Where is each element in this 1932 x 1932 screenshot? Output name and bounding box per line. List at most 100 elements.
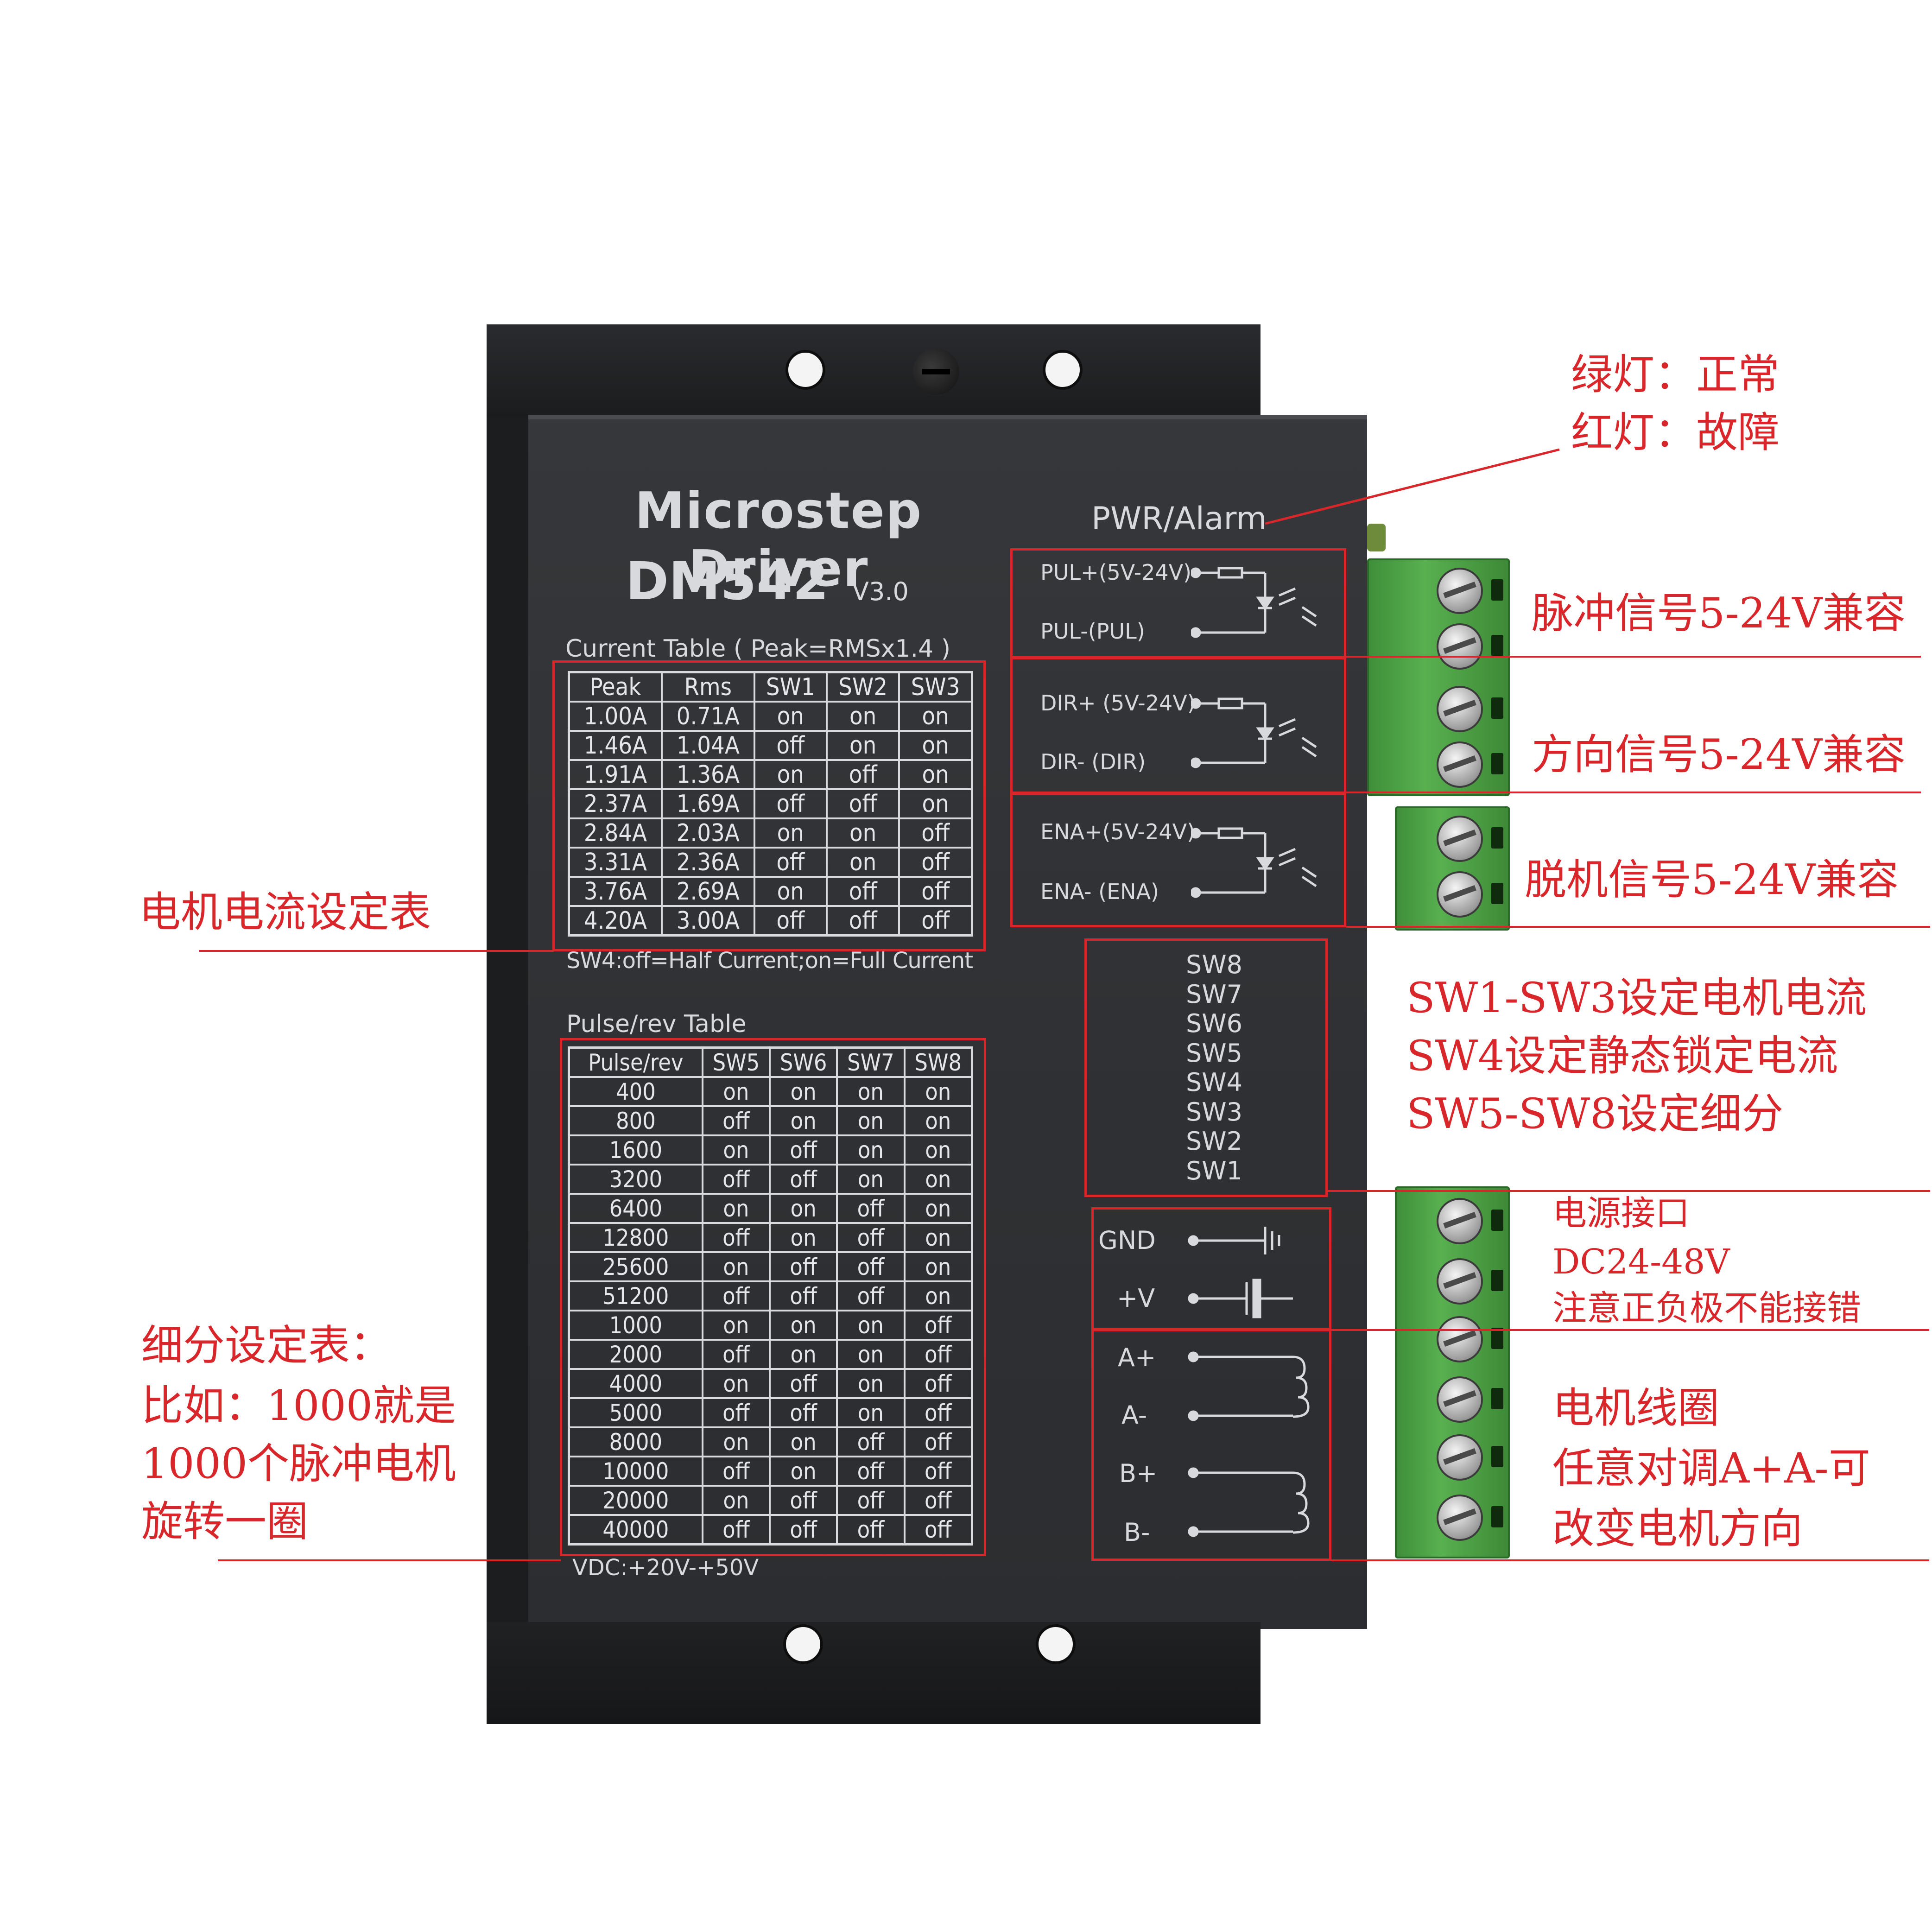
gnd-label: GND bbox=[1098, 1226, 1156, 1255]
dir-leader-line bbox=[1346, 792, 1921, 793]
table-cell: off bbox=[836, 1426, 906, 1457]
terminal-slot bbox=[1491, 753, 1503, 774]
table-cell: on bbox=[903, 1222, 973, 1253]
column-header: SW7 bbox=[836, 1046, 906, 1078]
dip-switch-labels: SW8 SW7 SW6 SW5 SW4 SW3 SW2 SW1 bbox=[1168, 950, 1261, 1185]
sw-note-line1: SW1-SW3设定电机电流 bbox=[1406, 974, 1867, 1022]
table-cell: on bbox=[836, 1164, 906, 1195]
ena-signal-note: 脱机信号5-24V兼容 bbox=[1525, 855, 1899, 904]
ena-highlight bbox=[1010, 793, 1346, 927]
table-cell: off bbox=[825, 759, 900, 790]
power-leader-line bbox=[1331, 1329, 1929, 1331]
table-cell: 20000 bbox=[568, 1485, 703, 1516]
table-cell: off bbox=[836, 1514, 906, 1546]
version-label: V3.0 bbox=[852, 577, 909, 606]
table-cell: on bbox=[753, 701, 828, 732]
terminal-slot bbox=[1491, 579, 1503, 601]
coil-note-line1: 电机线圈 bbox=[1552, 1384, 1719, 1432]
terminal-screw-icon bbox=[1437, 1434, 1483, 1481]
table-cell: on bbox=[825, 817, 900, 849]
table-cell: on bbox=[903, 1193, 973, 1224]
ena-minus-label: ENA- (ENA) bbox=[1040, 879, 1159, 904]
table-cell: on bbox=[836, 1339, 906, 1370]
table-cell: on bbox=[903, 1164, 973, 1195]
table-cell: off bbox=[701, 1397, 771, 1428]
table-cell: off bbox=[898, 876, 973, 907]
power-note-line3: 注意正负极不能接错 bbox=[1552, 1288, 1861, 1328]
vplus-label: +V bbox=[1117, 1284, 1155, 1313]
table-cell: 1600 bbox=[568, 1134, 703, 1166]
terminal-screw-icon bbox=[1437, 1198, 1483, 1244]
table-cell: 5000 bbox=[568, 1397, 703, 1428]
switch-leader-line bbox=[1328, 1190, 1930, 1192]
terminal-slot bbox=[1491, 1328, 1503, 1349]
a-minus-label: A- bbox=[1121, 1400, 1147, 1430]
pulse-table-caption: Pulse/rev Table bbox=[566, 1010, 747, 1038]
optocoupler-diagram bbox=[1191, 567, 1317, 898]
table-cell: on bbox=[769, 1339, 838, 1370]
led-leader-line bbox=[1265, 448, 1560, 525]
table-cell: on bbox=[701, 1076, 771, 1107]
table-cell: on bbox=[903, 1280, 973, 1311]
terminal-slot bbox=[1491, 883, 1503, 904]
column-header: SW3 bbox=[898, 671, 973, 703]
terminal-slot bbox=[1491, 697, 1503, 719]
screw-icon bbox=[913, 348, 959, 395]
switch-label: SW7 bbox=[1185, 979, 1243, 1009]
table-cell: off bbox=[769, 1514, 838, 1546]
mount-hole-top-left bbox=[785, 350, 825, 390]
model-number: DM542 bbox=[626, 551, 829, 612]
column-header: SW1 bbox=[753, 671, 828, 703]
table-cell: on bbox=[701, 1368, 771, 1399]
pul-plus-label: PUL+(5V-24V) bbox=[1040, 560, 1192, 585]
table-cell: 3200 bbox=[568, 1164, 703, 1195]
table-cell: 3.76A bbox=[568, 876, 663, 907]
table-cell: off bbox=[903, 1514, 973, 1546]
table-cell: off bbox=[898, 847, 973, 878]
table-cell: off bbox=[769, 1134, 838, 1166]
current-table-caption: Current Table ( Peak=RMSx1.4 ) bbox=[565, 635, 950, 663]
table-cell: 10000 bbox=[568, 1456, 703, 1487]
table-cell: off bbox=[825, 905, 900, 937]
terminal-screw-icon bbox=[1437, 1495, 1483, 1541]
table-cell: on bbox=[836, 1105, 906, 1136]
table-cell: off bbox=[753, 905, 828, 937]
table-cell: 1.91A bbox=[568, 759, 663, 790]
b-minus-label: B- bbox=[1124, 1518, 1150, 1547]
table-cell: 800 bbox=[568, 1105, 703, 1136]
table-cell: on bbox=[903, 1076, 973, 1107]
switch-label: SW1 bbox=[1185, 1156, 1243, 1185]
pulse-leader-line-left bbox=[218, 1559, 561, 1561]
pulse-note-line1: 细分设定表： bbox=[141, 1321, 392, 1370]
table-cell: off bbox=[701, 1456, 771, 1487]
table-cell: off bbox=[769, 1485, 838, 1516]
pwr-alarm-led bbox=[1367, 524, 1386, 551]
table-cell: on bbox=[701, 1251, 771, 1282]
sw4-note: SW4:off=Half Current;on=Full Current bbox=[566, 948, 973, 974]
dir-signal-note: 方向信号5-24V兼容 bbox=[1532, 730, 1906, 779]
terminal-screw-icon bbox=[1437, 1376, 1483, 1423]
a-plus-label: A+ bbox=[1118, 1343, 1156, 1372]
terminal-slot bbox=[1491, 1210, 1503, 1231]
table-header-row: Peak Rms SW1 SW2 SW3 bbox=[568, 671, 973, 703]
table-cell: on bbox=[898, 701, 973, 732]
mount-hole-top-right bbox=[1043, 350, 1083, 390]
table-cell: 2.84A bbox=[568, 817, 663, 849]
dir-highlight bbox=[1010, 657, 1346, 794]
table-cell: on bbox=[836, 1368, 906, 1399]
table-cell: off bbox=[753, 847, 828, 878]
table-cell: off bbox=[753, 788, 828, 819]
coil-highlight bbox=[1091, 1329, 1331, 1561]
table-cell: on bbox=[701, 1134, 771, 1166]
dir-plus-label: DIR+ (5V-24V) bbox=[1040, 690, 1196, 716]
bottom-mount-flange bbox=[487, 1622, 1261, 1724]
table-cell: off bbox=[903, 1368, 973, 1399]
